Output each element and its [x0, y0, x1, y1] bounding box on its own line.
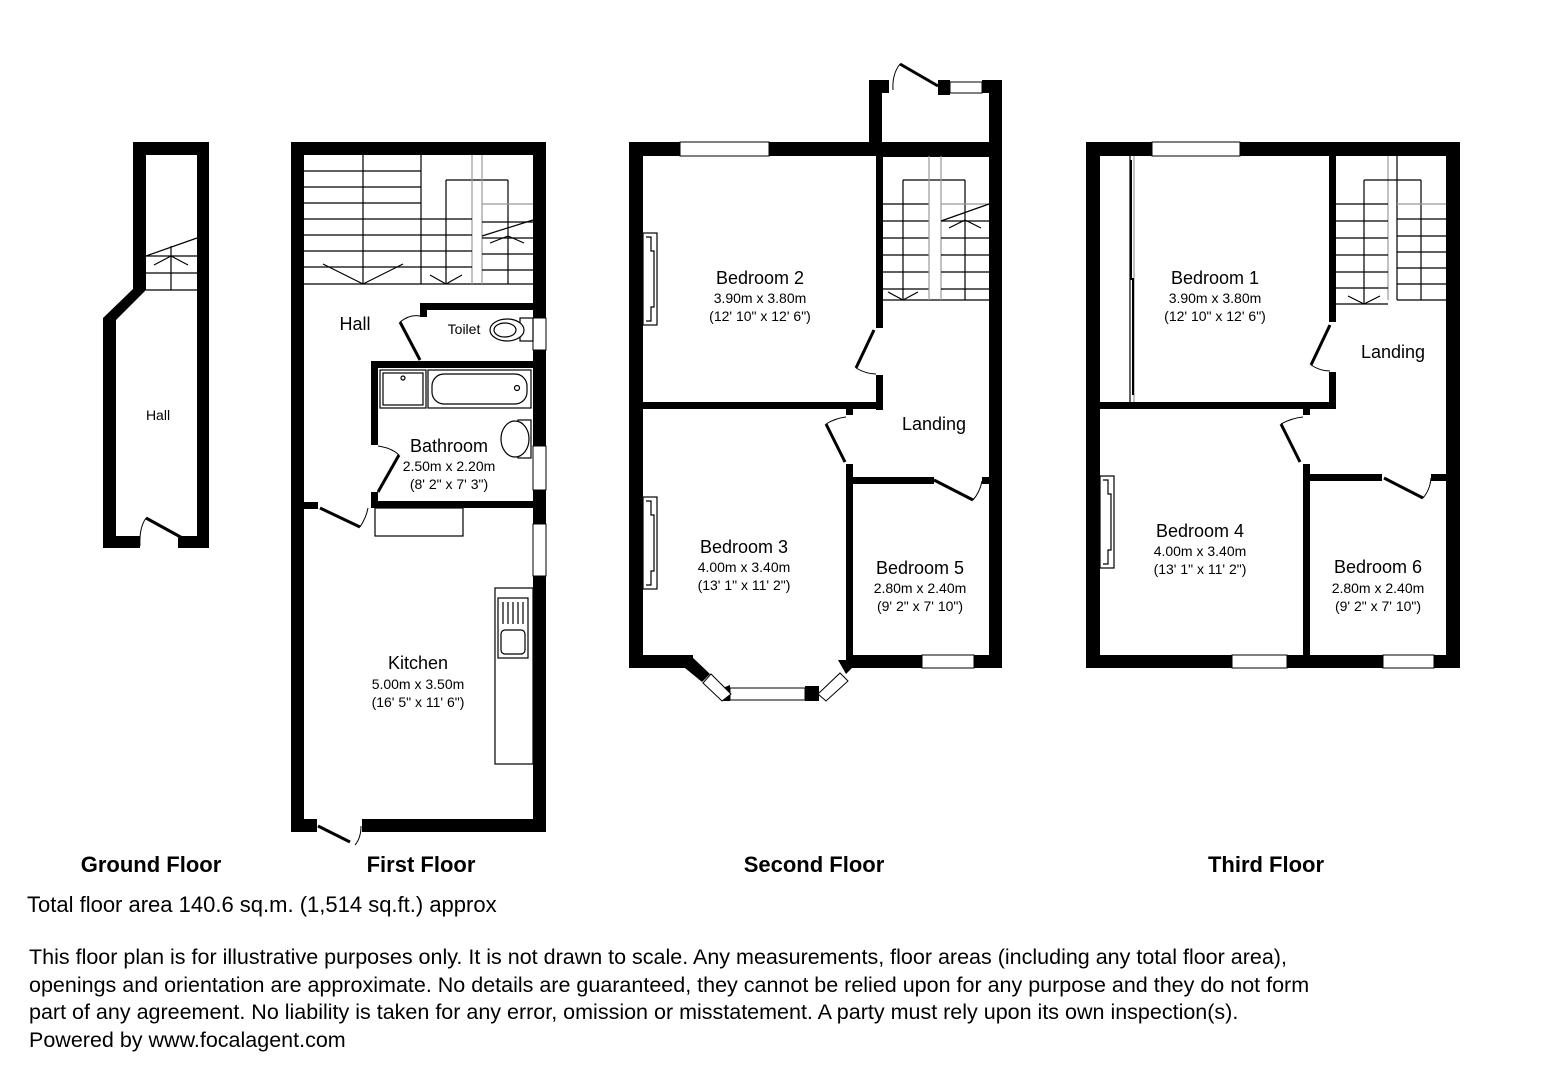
bedroom1-door [1309, 324, 1332, 372]
toilet-door [398, 315, 422, 361]
bathroom-imperial: (8' 2" x 7' 3") [410, 476, 488, 492]
bedroom4-label: Bedroom 4 [1156, 521, 1244, 541]
bay-window-left [702, 673, 732, 702]
kitchen-worktop-top [374, 507, 464, 537]
rear-door [892, 62, 939, 91]
ground-floor-plan: Hall [103, 142, 209, 548]
third-floor-title: Third Floor [1207, 852, 1325, 877]
bathroom-sink [500, 419, 532, 459]
bedroom1-window [1151, 141, 1241, 157]
bedroom4-metric: 4.00m x 3.40m [1154, 543, 1247, 559]
bedroom3-imperial: (13' 1" x 11' 2") [698, 577, 791, 593]
bedroom1-wardrobe [1129, 156, 1135, 402]
first-floor-stairs [304, 155, 534, 285]
second-floor-title: Second Floor [743, 852, 885, 877]
kitchen-label: Kitchen [388, 653, 448, 673]
third-landing-label: Landing [1361, 342, 1425, 362]
kitchen-metric: 5.00m x 3.50m [372, 676, 465, 692]
first-floor-plan: Hall Toilet Bathroom 2.50m x 2.20m (8' 2… [291, 142, 547, 846]
disclaimer-line: openings and orientation are approximate… [29, 972, 1310, 997]
third-floor-plan: Bedroom 1 3.90m x 3.80m (12' 10" x 12' 6… [1086, 141, 1460, 669]
kitchen-imperial: (16' 5" x 11' 6") [372, 694, 465, 710]
bay-window-center [729, 687, 806, 701]
disclaimer: This floor plan is for illustrative purp… [29, 944, 1529, 1054]
ground-floor-title: Ground Floor [80, 852, 222, 877]
bedroom5-imperial: (9' 2" x 7' 10") [877, 598, 963, 614]
bedroom2-imperial: (12' 10" x 12' 6") [709, 308, 811, 324]
bedroom6-window [1382, 654, 1435, 669]
bay-window-right [817, 672, 849, 702]
kitchen-rear-door [317, 824, 362, 846]
kitchen-door [319, 506, 369, 529]
bedroom4-door [1279, 416, 1304, 463]
bedroom3-fireplace [642, 496, 658, 590]
disclaimer-line: part of any agreement. No liability is t… [29, 1000, 1239, 1024]
bedroom6-door [1383, 476, 1432, 500]
first-hall-label: Hall [339, 314, 370, 334]
bathroom-window [532, 445, 547, 491]
ground-floor-stairs [145, 237, 198, 291]
third-floor-stairs [1336, 156, 1446, 305]
ground-hall-label: Hall [146, 407, 170, 423]
kitchen-window [532, 523, 547, 577]
second-floor-plan: Bedroom 2 3.90m x 3.80m (12' 10" x 12' 6… [629, 62, 1002, 702]
bedroom6-imperial: (9' 2" x 7' 10") [1335, 598, 1421, 614]
first-floor-title: First Floor [366, 852, 476, 877]
bedroom4-imperial: (13' 1" x 11' 2") [1154, 561, 1247, 577]
bedroom2-metric: 3.90m x 3.80m [714, 290, 807, 306]
bedroom3-door [824, 416, 847, 463]
powered-by-credit: Powered by www.focalagent.com [29, 1027, 346, 1052]
bedroom2-label: Bedroom 2 [716, 268, 804, 288]
bedroom6-label: Bedroom 6 [1334, 557, 1422, 577]
toilet-window [532, 317, 547, 351]
toilet-label: Toilet [448, 321, 481, 337]
bedroom3-label: Bedroom 3 [700, 537, 788, 557]
bedroom2-window [679, 141, 770, 157]
bedroom2-fireplace [642, 232, 658, 326]
second-landing-label: Landing [902, 414, 966, 434]
bedroom1-label: Bedroom 1 [1171, 268, 1259, 288]
second-floor-stairs [883, 156, 990, 301]
rear-window [949, 81, 983, 94]
ground-floor-walls [103, 142, 209, 548]
bathroom-label: Bathroom [410, 436, 488, 456]
bedroom4-window [1231, 654, 1288, 669]
toilet-fixture [489, 317, 534, 342]
bedroom4-fireplace [1099, 475, 1115, 569]
total-floor-area: Total floor area 140.6 sq.m. (1,514 sq.f… [27, 892, 497, 917]
shower-tray [379, 369, 427, 409]
kitchen-worktop-sink [494, 587, 534, 765]
bedroom5-window [921, 654, 975, 669]
disclaimer-line: This floor plan is for illustrative purp… [29, 945, 1287, 969]
bedroom1-imperial: (12' 10" x 12' 6") [1164, 308, 1266, 324]
bedroom2-door [854, 329, 877, 375]
bedroom5-door [933, 478, 983, 502]
bedroom5-metric: 2.80m x 2.40m [874, 580, 967, 596]
bathroom-door [376, 445, 401, 493]
bedroom3-metric: 4.00m x 3.40m [698, 559, 791, 575]
bedroom5-label: Bedroom 5 [876, 558, 964, 578]
bedroom1-metric: 3.90m x 3.80m [1169, 290, 1262, 306]
ground-floor-front-door [139, 516, 187, 547]
bathroom-metric: 2.50m x 2.20m [403, 458, 496, 474]
bedroom6-metric: 2.80m x 2.40m [1332, 580, 1425, 596]
bathtub [427, 369, 532, 409]
